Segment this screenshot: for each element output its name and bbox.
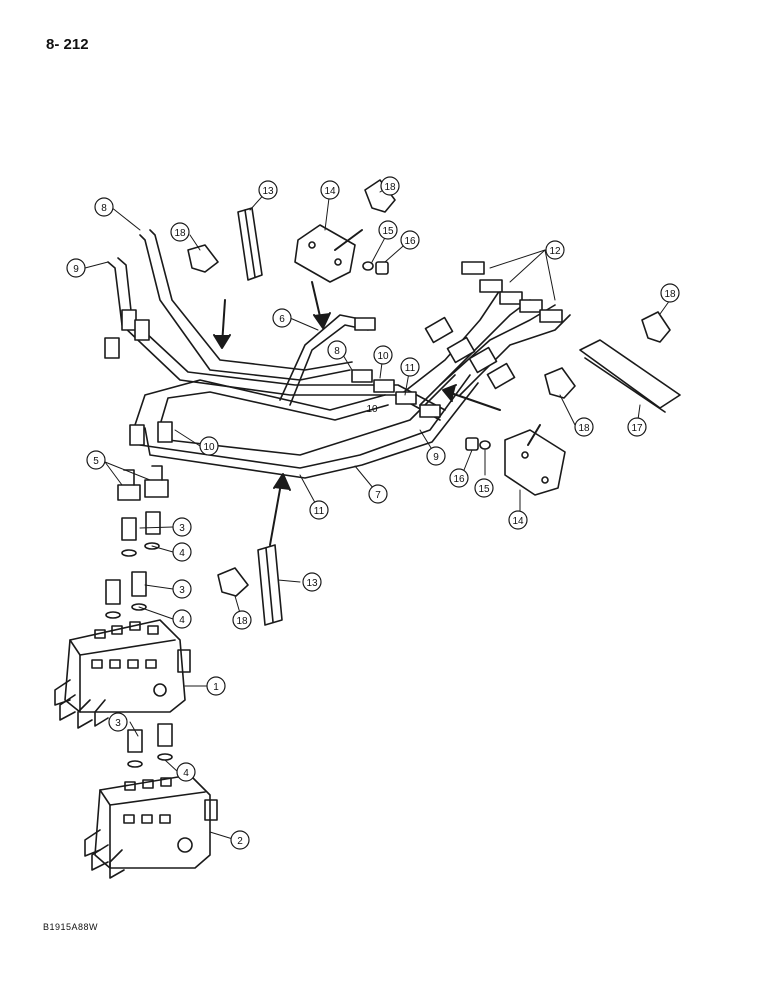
control-valve-upper: [54, 619, 191, 729]
callout-16: 16: [449, 468, 469, 488]
page-number: 8- 212: [46, 36, 89, 53]
callout-18: 18: [380, 176, 400, 196]
callout-10: 10: [199, 436, 219, 456]
callout-3: 3: [108, 712, 128, 732]
svg-text:9: 9: [73, 264, 79, 275]
callout-13: 13: [258, 180, 278, 200]
svg-text:5: 5: [93, 456, 99, 467]
callout-12: 12: [545, 240, 565, 260]
callout-7: 7: [368, 484, 388, 504]
callout-2: 2: [230, 830, 250, 850]
callout-9: 9: [66, 258, 86, 278]
callout-6: 6: [272, 308, 292, 328]
control-valve-lower: [84, 774, 218, 879]
callouts: 1 2 3 3 3 4 4 4 5 6 7 8 8 9 9 10 10 10 1…: [0, 0, 680, 850]
callout-18: 18: [232, 610, 252, 630]
callout-11: 11: [400, 357, 420, 377]
svg-text:18: 18: [236, 616, 248, 627]
callout-10: 10: [373, 345, 393, 365]
svg-text:4: 4: [179, 548, 185, 559]
svg-text:8: 8: [101, 203, 107, 214]
svg-text:18: 18: [664, 289, 676, 300]
svg-text:3: 3: [179, 585, 185, 596]
svg-text:2: 2: [237, 836, 243, 847]
svg-text:14: 14: [512, 516, 524, 527]
svg-text:12: 12: [549, 246, 561, 257]
callout-11: 11: [309, 500, 329, 520]
callout-10: 10: [366, 404, 378, 415]
svg-text:8: 8: [334, 346, 340, 357]
svg-text:3: 3: [115, 718, 121, 729]
svg-text:10: 10: [377, 351, 389, 362]
tube-bundle: [104, 229, 571, 479]
svg-text:1: 1: [213, 682, 219, 693]
svg-text:13: 13: [262, 186, 274, 197]
callout-15: 15: [474, 478, 494, 498]
svg-text:13: 13: [306, 578, 318, 589]
callout-9: 9: [426, 446, 446, 466]
svg-text:10: 10: [203, 442, 215, 453]
svg-text:3: 3: [179, 523, 185, 534]
callout-18: 18: [660, 283, 680, 303]
callout-4: 4: [172, 542, 192, 562]
callout-3: 3: [172, 517, 192, 537]
callout-8: 8: [327, 340, 347, 360]
svg-text:9: 9: [433, 452, 439, 463]
callout-14: 14: [320, 180, 340, 200]
svg-text:18: 18: [578, 423, 590, 434]
callout-18: 18: [170, 222, 190, 242]
callout-18: 18: [574, 417, 594, 437]
callout-3: 3: [172, 579, 192, 599]
callout-15: 15: [378, 220, 398, 240]
svg-text:4: 4: [179, 615, 185, 626]
callout-11: 11: [0, 0, 11, 3]
svg-text:18: 18: [174, 228, 186, 239]
svg-text:7: 7: [375, 490, 381, 501]
adapters-group: [105, 465, 173, 768]
callout-4: 4: [172, 609, 192, 629]
svg-text:14: 14: [324, 186, 336, 197]
svg-text:16: 16: [453, 474, 465, 485]
leader-lines: [84, 185, 671, 841]
figure-code: B1915A88W: [43, 922, 99, 932]
callout-14: 14: [508, 510, 528, 530]
callout-1: 1: [206, 676, 226, 696]
callout-13: 13: [302, 572, 322, 592]
svg-text:17: 17: [631, 423, 643, 434]
svg-text:11: 11: [405, 363, 416, 374]
callout-17: 17: [627, 417, 647, 437]
svg-text:16: 16: [404, 236, 416, 247]
svg-text:15: 15: [478, 484, 490, 495]
svg-text:15: 15: [382, 226, 394, 237]
svg-text:4: 4: [183, 768, 189, 779]
callout-4: 4: [176, 762, 196, 782]
svg-text:6: 6: [279, 314, 285, 325]
callout-16: 16: [400, 230, 420, 250]
svg-text:10: 10: [366, 404, 378, 415]
svg-text:11: 11: [314, 506, 325, 517]
callout-5: 5: [86, 450, 106, 470]
hardware-group: [187, 179, 681, 626]
assembly-arrows: [213, 229, 541, 546]
svg-text:18: 18: [384, 182, 396, 193]
callout-8: 8: [94, 197, 114, 217]
